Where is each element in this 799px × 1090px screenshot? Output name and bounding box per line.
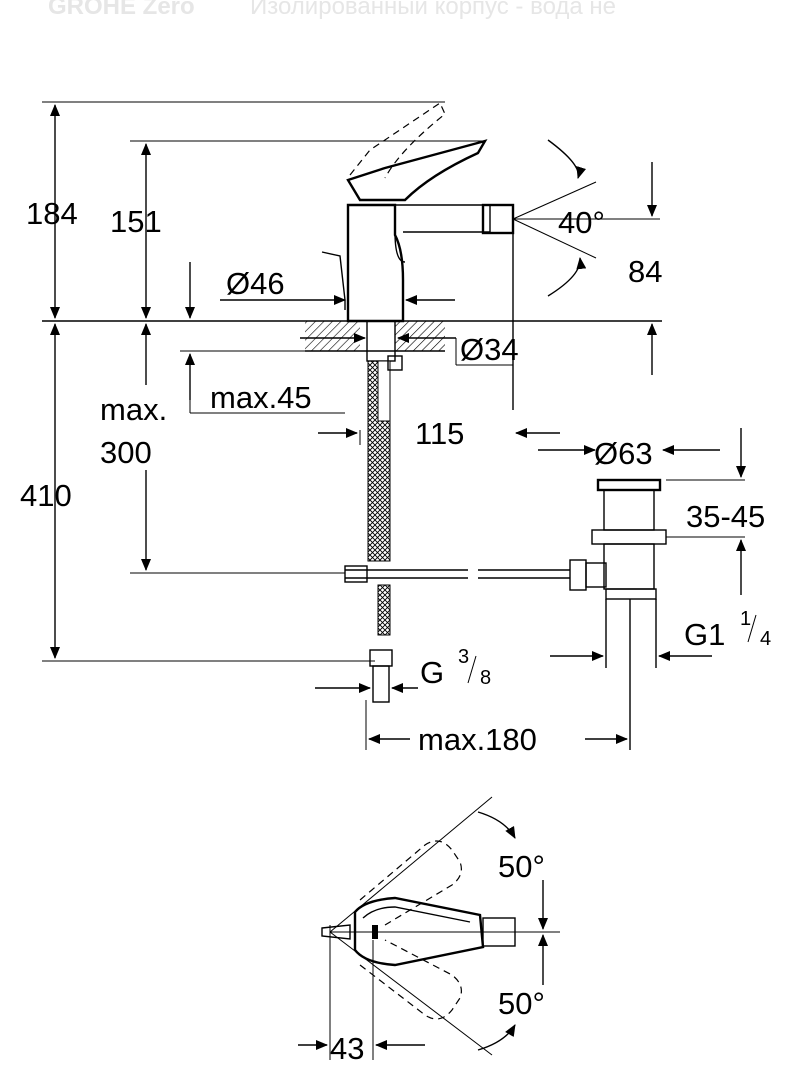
label-g114-main: G1	[684, 617, 725, 652]
spout-top-view	[482, 917, 516, 947]
waste-nut	[591, 529, 667, 545]
hose-fitting	[387, 355, 403, 371]
label-63: Ø63	[594, 436, 653, 471]
lever-raised-dashed	[349, 102, 446, 179]
label-g38: G 3 8	[420, 646, 491, 690]
supply-hose-join	[377, 360, 391, 422]
supply-connector	[369, 649, 393, 667]
pop-up-rod	[321, 251, 346, 310]
label-43: 43	[330, 1031, 364, 1066]
label-40-degree: 40°	[558, 205, 605, 240]
mixer-body	[346, 203, 405, 323]
supply-hose-lower	[377, 584, 391, 636]
label-300: 300	[100, 435, 152, 470]
angle-arc-lower	[547, 257, 587, 297]
linkage-knob	[569, 559, 587, 591]
waste-flange	[596, 478, 662, 492]
faded-brand: GROHE Zero	[48, 0, 195, 20]
label-184: 184	[26, 196, 78, 231]
spout-curve	[394, 231, 406, 263]
label-max180: max.180	[418, 722, 537, 757]
waste-body	[603, 489, 655, 531]
label-50-top: 50°	[498, 849, 545, 884]
label-g38-main: G	[420, 655, 444, 690]
g38-fraction-slash	[467, 655, 477, 684]
linkage-clamp	[344, 565, 368, 583]
angle-guide-lower	[512, 218, 597, 259]
label-410: 410	[20, 478, 72, 513]
label-34: Ø34	[460, 332, 519, 367]
label-g114: G1 1 4	[684, 608, 771, 652]
waste-lower	[603, 543, 655, 590]
lever-swing-right-dashed	[359, 939, 462, 1020]
lever-cartridge-mark	[372, 925, 378, 939]
label-g38-num: 3	[458, 646, 469, 668]
angle-guide-upper	[512, 181, 597, 220]
arc-50-top	[477, 811, 516, 839]
spout-nozzle	[481, 203, 515, 235]
label-84: 84	[628, 254, 662, 289]
supply-pipe	[372, 665, 390, 703]
lever-solid	[346, 139, 488, 202]
pop-up-knob-top	[321, 924, 351, 940]
label-46: Ø46	[226, 266, 285, 301]
waste-collar	[605, 588, 657, 600]
label-g114-num: 1	[740, 608, 751, 630]
label-35-45: 35-45	[686, 499, 765, 534]
lever-swing-left-dashed	[359, 840, 462, 926]
linkage-joint	[585, 562, 607, 588]
fixing-nut	[366, 320, 396, 362]
faded-caption: Изолированный корпус - вода не	[250, 0, 616, 20]
label-50-bottom: 50°	[498, 986, 545, 1021]
arc-50-bottom	[477, 1024, 516, 1051]
label-g38-den: 8	[480, 667, 491, 689]
g114-fraction-slash	[747, 614, 757, 643]
spout-top	[395, 204, 491, 233]
lever-top-solid	[353, 896, 485, 967]
top-view: 50° 50° 43	[298, 796, 560, 1066]
deck-hatch-right	[395, 321, 445, 351]
side-elevation: 184 151 40° 84 Ø46 Ø34 max.45 max. 300 1…	[20, 101, 771, 757]
angle-arc-upper	[547, 139, 587, 179]
label-115: 115	[415, 416, 464, 451]
label-max45: max.45	[210, 380, 312, 415]
deck-hatch-left	[305, 321, 360, 351]
lever-top-highlight	[362, 906, 471, 923]
faded-header: GROHE Zero Изолированный корпус - вода н…	[48, 0, 616, 20]
label-max: max.	[100, 392, 167, 427]
label-151: 151	[110, 204, 162, 239]
label-g114-den: 4	[760, 628, 771, 650]
